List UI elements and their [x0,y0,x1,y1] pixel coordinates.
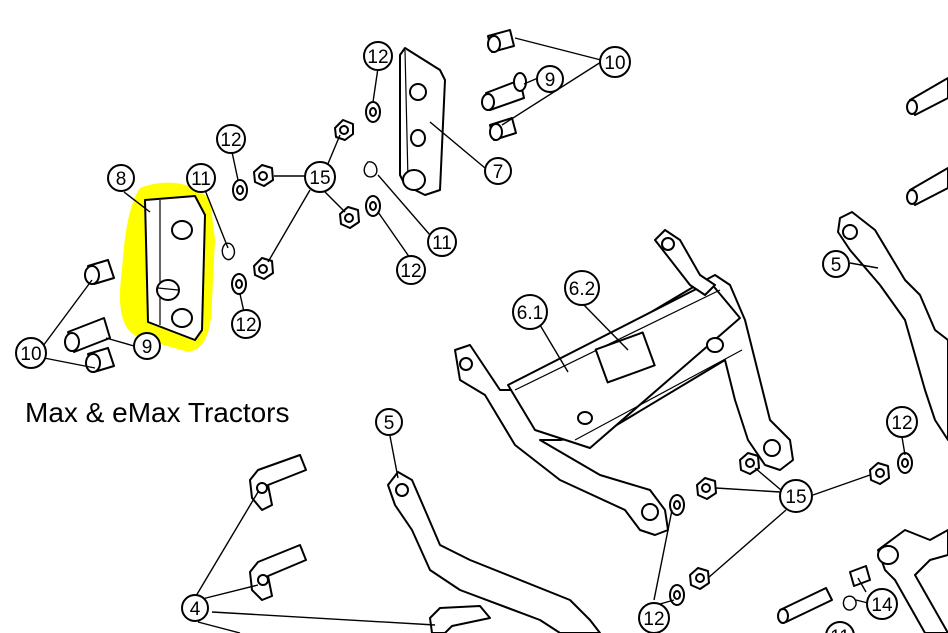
nut-15-d [253,257,274,280]
clip-11-b [221,242,236,261]
tie-rod-lower-right [877,529,948,633]
nut-15-h [689,567,710,590]
pin-right-edge-a [906,77,948,116]
callout-9-top[interactable]: 9 [536,65,564,93]
callout-6-1-label: 6.1 [517,303,543,324]
callout-10-top[interactable]: 10 [599,46,631,78]
nut-15-e [696,477,717,500]
callout-12-lower-label: 12 [235,315,256,336]
pin-9-left [64,317,111,353]
part-5-lower-arm[interactable] [387,471,601,633]
washer-12-a [365,101,381,123]
clip-11-a [363,161,378,178]
callout-5-right-label: 5 [831,255,842,276]
callout-6-2-label: 6.2 [569,279,595,300]
callout-9-top-label: 9 [545,70,556,91]
nut-15-a [334,119,354,141]
part-6-1-frame[interactable] [454,229,794,536]
callout-11-bottom[interactable]: 11 [825,621,855,633]
callout-15-upper[interactable]: 15 [304,161,336,193]
washer-12-g [669,584,685,606]
callout-12-mid[interactable]: 12 [396,255,426,285]
nut-15-b [253,164,274,187]
callout-12-left-label: 12 [220,130,241,151]
part-7-plate[interactable] [399,47,446,196]
bushing-10-top-a [487,29,515,53]
callout-11-left-label: 11 [191,169,211,190]
callout-15-upper-label: 15 [309,168,330,189]
callout-10-left-label: 10 [20,344,41,365]
pin-9-top [481,72,527,111]
callout-12-bottom-label: 12 [643,609,664,630]
callout-15-lower-label: 15 [785,487,806,508]
callout-11-bottom-label: 11 [830,627,850,633]
callout-4[interactable]: 4 [181,594,209,622]
callout-12-top-label: 12 [367,47,388,68]
washer-12-c [365,195,381,217]
callout-8[interactable]: 8 [107,164,135,192]
pin-4-b [249,544,307,601]
bushing-10-left-b [85,347,115,373]
callout-9-left[interactable]: 9 [133,332,161,360]
callout-5-right[interactable]: 5 [822,250,850,278]
bushing-10-left-a [84,259,115,285]
callout-6-1[interactable]: 6.1 [512,294,548,330]
part-8-bracket[interactable] [144,195,206,341]
callout-12-mid-label: 12 [400,261,421,282]
leader-lines [39,37,906,633]
callout-5-lower-label: 5 [384,413,395,434]
callout-9-left-label: 9 [142,337,153,358]
callout-5-lower[interactable]: 5 [375,408,403,436]
diagram-title: Max & eMax Tractors [25,397,290,428]
callout-11-mid-label: 11 [432,233,452,254]
callout-12-bottom[interactable]: 12 [638,602,670,633]
callout-15-lower[interactable]: 15 [779,479,813,513]
callout-12-left[interactable]: 12 [216,124,246,154]
part-5-right-arm[interactable] [837,211,948,441]
callout-14[interactable]: 14 [866,588,898,620]
washer-12-b [232,179,248,201]
callout-6-2[interactable]: 6.2 [564,270,600,306]
pin-lower-right [777,587,833,624]
pin-4-c [429,605,491,633]
callout-12-top[interactable]: 12 [363,41,393,71]
callout-12-lower[interactable]: 12 [231,309,261,339]
callout-7[interactable]: 7 [484,157,512,185]
callout-14-label: 14 [871,595,893,616]
washer-12-d [231,273,247,295]
callout-4-label: 4 [190,599,201,620]
callout-11-mid[interactable]: 11 [427,227,457,257]
callout-10-top-label: 10 [604,53,625,74]
callout-10-left[interactable]: 10 [15,337,47,369]
pin-right-edge-b [906,167,948,206]
callout-12-right-label: 12 [891,413,912,434]
bushing-lower-right [849,565,871,587]
callout-12-right[interactable]: 12 [886,406,918,438]
washer-12-e [669,494,685,516]
washer-12-f [897,452,913,474]
callout-7-label: 7 [493,162,504,183]
nut-15-f [739,452,760,475]
callout-11-left[interactable]: 11 [186,163,216,193]
callout-8-label: 8 [116,169,127,190]
clip-11-c [842,595,857,611]
nut-15-g [869,462,890,485]
bushing-10-top-b [489,117,517,141]
pin-4-a [249,454,307,511]
